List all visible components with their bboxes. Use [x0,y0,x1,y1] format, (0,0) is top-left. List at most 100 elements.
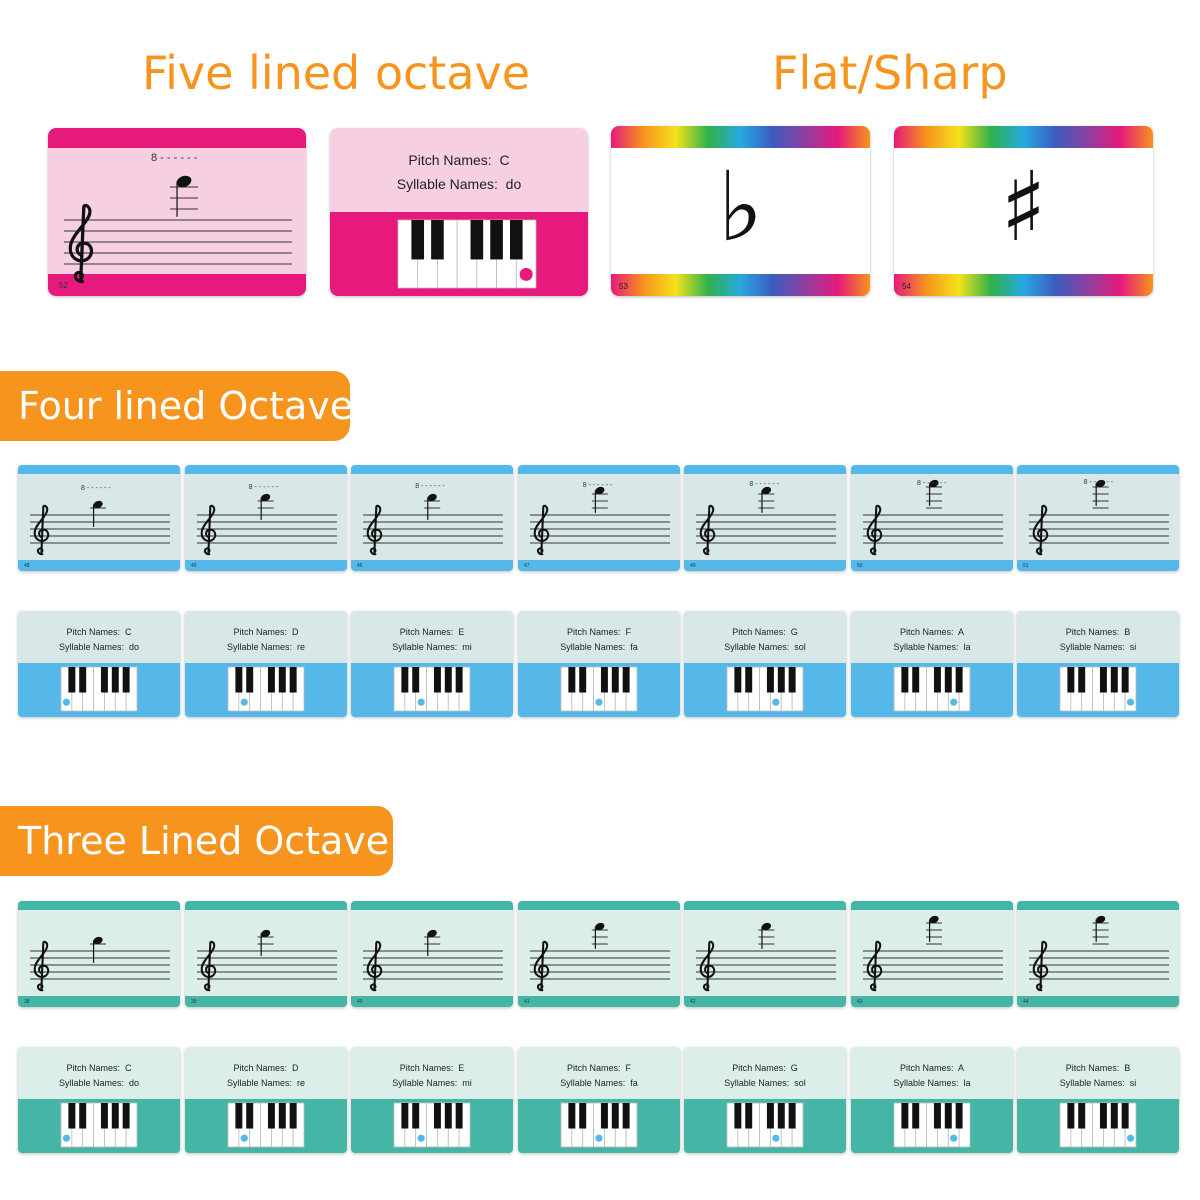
note-head [929,479,939,488]
key-card-art [351,611,513,717]
key-marker [950,1134,958,1142]
key-card-art [185,611,347,717]
pitch-names-value: C [491,152,510,168]
note-card: 8 - - - - - -46 [351,465,513,571]
pitch-names-line: Pitch Names: D [185,627,347,637]
pitch-names-line: Pitch Names: B [1017,627,1179,637]
syllable-names-value: do [124,642,140,652]
note-card-art [851,901,1013,1007]
note-card-art [351,901,513,1007]
pitch-names-line: Pitch Names: G [684,1063,846,1073]
note-card: 8 - - - - - -45 [185,465,347,571]
syllable-names-line: Syllable Names: do [18,1078,180,1088]
rainbow-frame [611,126,870,296]
card-number: 38 [24,999,30,1005]
piano-keys-icon [1059,1102,1137,1148]
key-card-art [684,1047,846,1153]
note-card: 42 [684,901,846,1007]
note-card: 8 - - - - - -51 [1017,465,1179,571]
piano-keys-icon [560,666,638,712]
treble-clef-icon [366,940,383,992]
key-card-art [18,611,180,717]
pitch-names-value: C [120,1063,132,1073]
card-number: 42 [690,999,696,1005]
card-number: 40 [357,999,363,1005]
note-head [260,929,271,938]
pitch-names-value: A [953,627,965,637]
key-card-art [851,1047,1013,1153]
note-card-art [518,901,680,1007]
card-number: 47 [524,563,530,569]
card-number: 44 [1023,999,1029,1005]
pitch-names-value: F [620,1063,632,1073]
note-card: 43 [851,901,1013,1007]
piano-keys-icon [893,1102,971,1148]
rainbow-frame [894,126,1153,296]
syllable-names-label: Syllable Names: [392,642,458,652]
treble-clef-icon [1032,940,1049,992]
syllable-names-line: Syllable Names: mi [351,1078,513,1088]
treble-clef-icon [533,504,550,556]
treble-clef-icon [366,504,383,556]
syllable-names-value: si [1124,642,1137,652]
syllable-names-label: Syllable Names: [724,642,790,652]
five-lined-octave-title: Five lined octave [142,46,531,100]
note-head [93,936,103,945]
pitch-names-value: G [785,1063,798,1073]
note-head [761,486,772,495]
pitch-names-value: E [453,627,465,637]
card-number: 45 [191,563,197,569]
note-head [93,500,103,509]
syllable-names-value: sol [789,642,806,652]
piano-keys-icon [397,219,537,289]
note-card: 38 [18,901,180,1007]
syllable-names-line: Syllable Names: la [851,1078,1013,1088]
syllable-names-label: Syllable Names: [1059,642,1125,652]
syllable-names-label: Syllable Names: [226,642,292,652]
key-marker [62,698,71,706]
syllable-names-value: do [124,1078,140,1088]
note-head [176,175,192,188]
piano-keys-icon [60,1102,138,1148]
piano-keys-icon [393,1102,471,1148]
key-marker [595,1134,603,1142]
key-marker [1126,1134,1135,1142]
octave-mark: 8 - - - - - - [917,480,947,487]
syllable-names-line: Syllable Names: si [1017,642,1179,652]
key-marker [772,698,780,706]
pitch-names-value: F [620,627,632,637]
sharp-symbol-icon: ♯ [1000,151,1047,263]
syllable-names-value: re [292,642,306,652]
note-card-art [684,465,846,571]
octave-mark: 8 - - - - - - [582,482,613,489]
card-number: 53 [619,282,628,291]
syllable-names-label: Syllable Names: [560,1078,626,1088]
octave-mark: 8 - - - - - - [1083,479,1114,486]
note-head [1095,479,1106,488]
note-card: 44 [1017,901,1179,1007]
note-card: 39 [185,901,347,1007]
note-card-art [518,465,680,571]
syllable-names-line: Syllable Names: mi [351,642,513,652]
treble-clef-icon [200,940,217,992]
note-card-art [1017,901,1179,1007]
note-card-art [18,901,180,1007]
pitch-names-label: Pitch Names: [1065,627,1120,637]
syllable-names-value: re [292,1078,306,1088]
piano-keys-icon [393,666,471,712]
syllable-names-label: Syllable Names: [392,1078,458,1088]
syllable-names-line: Syllable Names: do [330,176,588,192]
syllable-names-value: fa [625,642,638,652]
pitch-names-value: C [120,627,132,637]
pitch-names-value: G [785,627,798,637]
syllable-names-value: do [497,176,522,192]
syllable-names-value: mi [457,1078,472,1088]
